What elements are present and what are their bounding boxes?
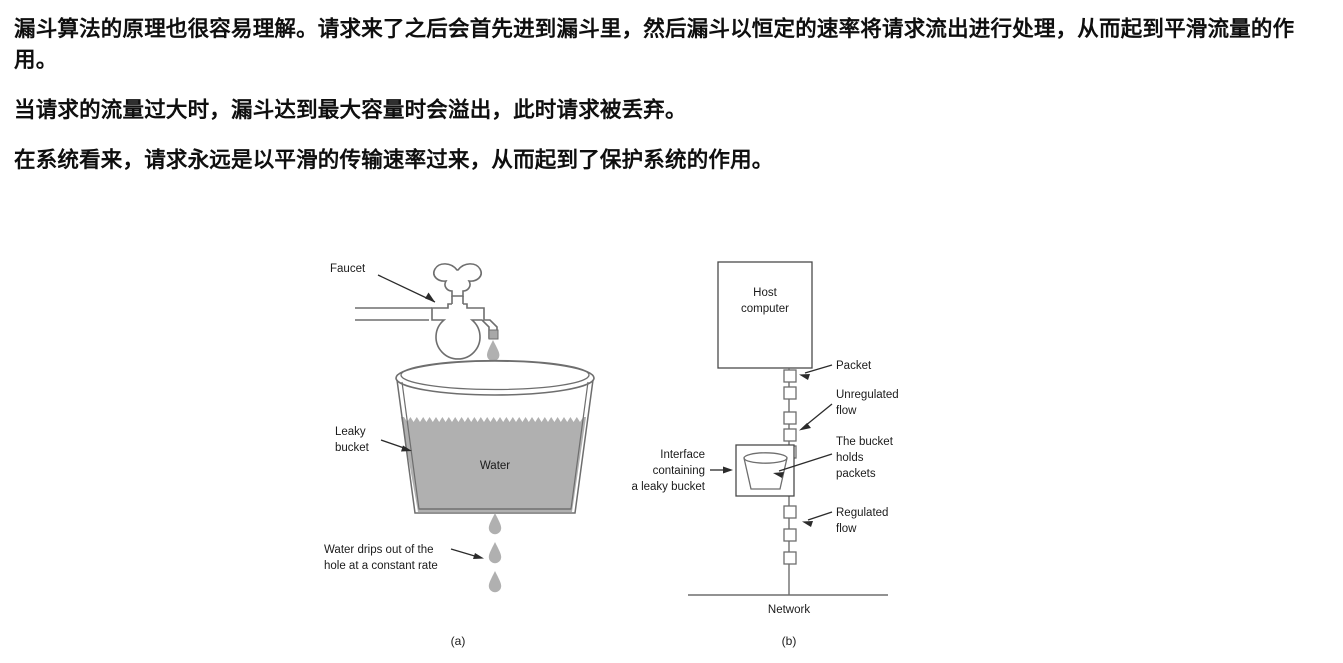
leaky-bucket-label-line1: Leaky: [335, 426, 366, 438]
network-label: Network: [768, 604, 810, 616]
host-computer-label-line2: computer: [741, 303, 789, 315]
unregulated-flow-label-line1: Unregulated: [836, 389, 899, 401]
packet-leader-line: [799, 364, 833, 380]
unregulated-flow-label-line2: flow: [836, 405, 857, 417]
faucet-water-drop-icon: [487, 340, 500, 362]
bucket-holds-packets-leader-line: [773, 453, 833, 478]
paragraph-1: 漏斗算法的原理也很容易理解。请求来了之后会首先进到漏斗里，然后漏斗以恒定的速率将…: [14, 17, 1295, 72]
bucket-holds-packets-label-line3: packets: [836, 468, 876, 480]
interface-leader-line: [710, 466, 733, 474]
packet-label: Packet: [836, 360, 872, 372]
leaky-bucket-label-line2: bucket: [335, 442, 370, 454]
packet-squares-regulated: [783, 505, 797, 565]
interface-box: [735, 444, 795, 497]
interface-label-line2: containing: [653, 465, 705, 477]
leaky-bucket-icon: [395, 359, 595, 514]
leaky-bucket-figure: Water Faucet Leaky bucket Water drips ou…: [0, 232, 1343, 663]
panel-a-caption: (a): [451, 634, 466, 648]
faucet-leader-line: [377, 274, 436, 303]
leaky-bucket-leader-line: [380, 439, 412, 452]
faucet-label: Faucet: [330, 263, 366, 275]
drip-rate-label-line1: Water drips out of the: [324, 544, 434, 556]
unregulated-flow-leader-line: [799, 403, 833, 431]
regulated-flow-label-line1: Regulated: [836, 507, 888, 519]
bucket-holds-packets-label-line1: The bucket: [836, 436, 894, 448]
panel-b-caption: (b): [782, 634, 797, 648]
leaking-water-drops-icon: [488, 513, 502, 593]
regulated-flow-label-line2: flow: [836, 523, 857, 535]
drip-rate-leader-line: [450, 548, 484, 559]
drip-rate-label-line2: hole at a constant rate: [324, 560, 438, 572]
host-computer-label-line1: Host: [753, 287, 777, 299]
water-label: Water: [480, 460, 510, 472]
faucet-icon: [431, 263, 499, 360]
interface-label-line1: Interface: [660, 449, 705, 461]
host-computer-box: [717, 261, 813, 369]
water-fill: [401, 417, 586, 512]
water-pipe-icon: [355, 307, 432, 321]
regulated-flow-leader-line: [802, 511, 833, 527]
article-text: 漏斗算法的原理也很容易理解。请求来了之后会首先进到漏斗里，然后漏斗以恒定的速率将…: [14, 14, 1330, 195]
packet-squares-unregulated: [783, 369, 797, 459]
paragraph-3: 在系统看来，请求永远是以平滑的传输速率过来，从而起到了保护系统的作用。: [14, 148, 774, 172]
interface-label-line3: a leaky bucket: [631, 481, 705, 493]
paragraph-2: 当请求的流量过大时，漏斗达到最大容量时会溢出，此时请求被丢弃。: [14, 98, 687, 122]
panel-a: Water Faucet Leaky bucket Water drips ou…: [324, 263, 595, 648]
bucket-holds-packets-label-line2: holds: [836, 452, 864, 464]
panel-b: Host computer: [631, 261, 899, 648]
